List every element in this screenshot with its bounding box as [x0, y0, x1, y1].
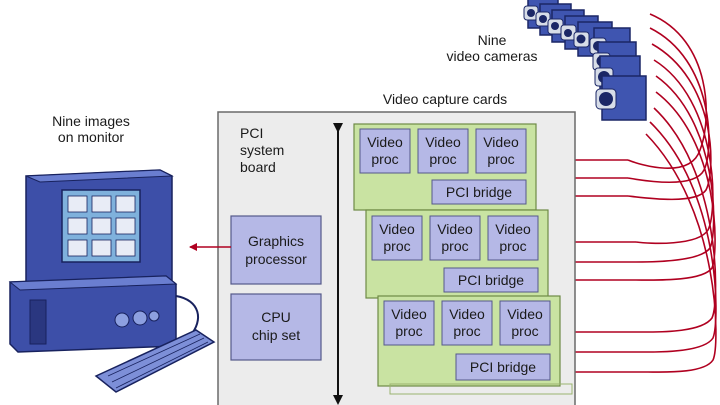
monitor-label-line1: Nine images: [52, 113, 130, 129]
video-proc-box: [371, 215, 423, 261]
pci-bridge-box: [431, 179, 527, 205]
capture-card-2: Video proc Video proc Video proc PCI bri…: [365, 209, 549, 299]
cpu-chip-set-box: [230, 293, 322, 361]
video-proc-box: [441, 300, 493, 346]
video-proc-label: proc: [441, 238, 468, 254]
camera-array: [523, 0, 647, 121]
cameras-label-line2: video cameras: [446, 48, 537, 64]
graphics-processor-box: [230, 215, 322, 285]
board-label-line2: system: [240, 142, 284, 158]
video-proc-label: Video: [507, 306, 543, 322]
graphics-label-line1: Graphics: [248, 233, 304, 249]
pci-bridge-label: PCI bridge: [446, 184, 512, 200]
board-label-line1: PCI: [240, 125, 263, 141]
capture-cards-label: Video capture cards: [383, 91, 507, 107]
board-label-line3: board: [240, 159, 276, 175]
video-proc-label: Video: [437, 221, 473, 237]
video-proc-label: proc: [499, 238, 526, 254]
video-proc-label: Video: [483, 134, 519, 150]
video-proc-label: proc: [371, 151, 398, 167]
video-proc-label: proc: [511, 323, 538, 339]
capture-card-3: Video proc Video proc Video proc PCI bri…: [377, 295, 561, 387]
pci-bridge-box: [455, 353, 551, 381]
video-proc-label: proc: [429, 151, 456, 167]
pci-bridge-box: [443, 267, 539, 293]
video-proc-label: Video: [367, 134, 403, 150]
graphics-label-line2: processor: [245, 251, 307, 267]
video-proc-label: proc: [395, 323, 422, 339]
monitor-label-line2: on monitor: [58, 129, 124, 145]
video-proc-box: [487, 215, 539, 261]
video-proc-box: [499, 300, 551, 346]
video-proc-box: [383, 300, 435, 346]
camera-cables: [627, 13, 717, 373]
video-proc-label: Video: [425, 134, 461, 150]
capture-card-1: Video proc Video proc Video proc PCI bri…: [353, 123, 537, 211]
cameras-label-line1: Nine: [478, 32, 507, 48]
computer-illustration: [8, 169, 216, 393]
cpu-label-line2: chip set: [252, 327, 300, 343]
monitor-thumbnails: [67, 195, 136, 257]
pci-bridge-label: PCI bridge: [470, 359, 536, 375]
card-shadow: [389, 383, 573, 395]
video-proc-label: Video: [391, 306, 427, 322]
video-proc-label: Video: [379, 221, 415, 237]
video-proc-label: Video: [495, 221, 531, 237]
video-proc-label: proc: [383, 238, 410, 254]
video-proc-label: Video: [449, 306, 485, 322]
cpu-label-line1: CPU: [261, 309, 291, 325]
video-proc-box: [359, 128, 411, 174]
video-proc-box: [417, 128, 469, 174]
pci-bridge-label: PCI bridge: [458, 272, 524, 288]
video-proc-box: [429, 215, 481, 261]
video-proc-label: proc: [487, 151, 514, 167]
video-proc-box: [475, 128, 527, 174]
video-proc-label: proc: [453, 323, 480, 339]
